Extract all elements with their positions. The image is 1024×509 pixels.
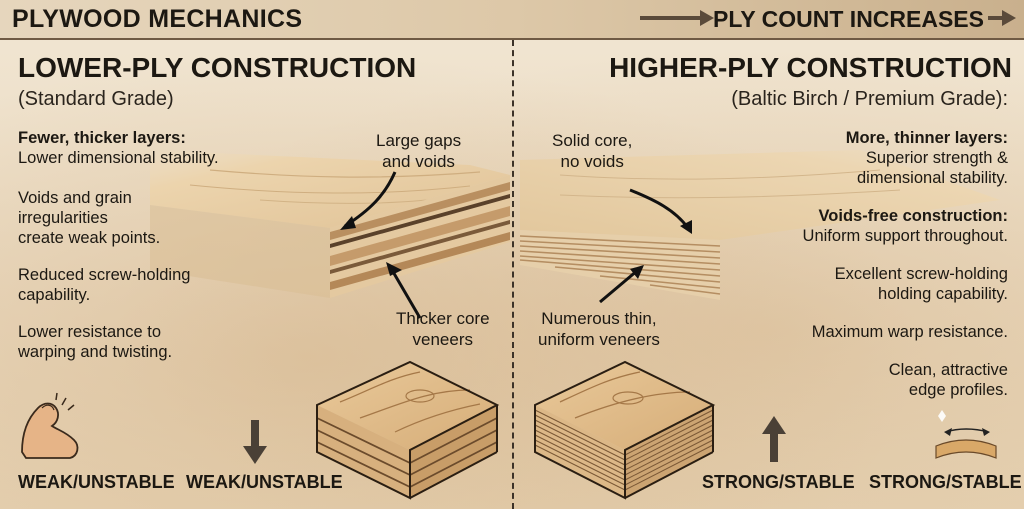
left-feature-1-title: Fewer, thicker layers: <box>18 129 186 147</box>
solid-core-callout-line: no voids <box>560 152 624 171</box>
right-feature-3-line: holding capability. <box>878 285 1008 303</box>
right-feature-3-line: Excellent screw-holding <box>834 265 1008 283</box>
gaps-callout-line: and voids <box>382 152 455 171</box>
right-plywood-sheet <box>519 150 1000 300</box>
down-arrow-icon <box>243 420 267 464</box>
header-bar: PLYWOOD MECHANICS PLY COUNT INCREASES <box>0 0 1024 40</box>
left-subheading: (Standard Grade) <box>18 88 174 110</box>
thin-veneer-callout-line: Numerous thin, <box>541 309 657 328</box>
ply-arrow-right-shaft <box>988 16 1002 20</box>
left-feature-1: Fewer, thicker layers: Lower dimensional… <box>18 128 219 168</box>
left-footer-label-2: WEAK/UNSTABLE <box>186 472 343 492</box>
ply-arrow-right-icon <box>1002 10 1016 26</box>
flexed-arm-icon <box>21 392 79 459</box>
right-feature-1-line: Superior strength & <box>865 149 1008 167</box>
right-feature-2-title: Voids-free construction: <box>818 207 1008 225</box>
up-arrow-icon <box>762 416 786 462</box>
left-plywood-sheet <box>150 150 510 298</box>
thick-veneer-callout-line: veneers <box>412 330 473 349</box>
left-footer-label-1: WEAK/UNSTABLE <box>18 472 175 492</box>
thin-veneer-callout-arrow <box>599 268 639 304</box>
right-feature-5-line: edge profiles. <box>908 381 1008 399</box>
thin-veneer-callout: Numerous thin, uniform veneers <box>538 308 660 350</box>
solid-core-callout-line: Solid core, <box>552 131 633 150</box>
right-feature-1-title: More, thinner layers: <box>845 129 1008 147</box>
right-footer-label-1: STRONG/STABLE <box>702 472 855 492</box>
thin-veneer-callout-line: uniform veneers <box>538 330 660 349</box>
left-feature-3-line: capability. <box>18 286 91 304</box>
left-feature-3-line: Reduced screw-holding <box>18 266 191 284</box>
gaps-callout: Large gaps and voids <box>376 130 461 172</box>
thick-veneer-callout-arrow <box>390 269 422 319</box>
left-feature-2: Voids and grain irregularities create we… <box>18 188 160 248</box>
right-subheading: (Baltic Birch / Premium Grade): <box>731 88 1008 110</box>
right-footer-label-2: STRONG/STABLE <box>869 472 1022 492</box>
left-feature-3: Reduced screw-holding capability. <box>18 265 190 305</box>
gaps-callout-line: Large gaps <box>376 131 462 150</box>
page-title: PLYWOOD MECHANICS <box>12 5 303 33</box>
right-feature-3: Excellent screw-holding holding capabili… <box>835 264 1008 304</box>
thick-veneer-callout: Thicker core veneers <box>396 308 490 350</box>
ply-arrow-left-shaft <box>640 16 700 20</box>
right-feature-4: Maximum warp resistance. <box>812 322 1008 342</box>
left-feature-4: Lower resistance to warping and twisting… <box>18 322 172 362</box>
right-feature-5-line: Clean, attractive <box>888 361 1008 379</box>
right-feature-1-line: dimensional stability. <box>856 169 1008 187</box>
solid-core-callout: Solid core, no voids <box>552 130 632 172</box>
right-heading: HIGHER-PLY CONSTRUCTION <box>609 52 1012 83</box>
center-divider <box>512 40 514 509</box>
left-feature-2-line: irregularities <box>18 209 108 227</box>
left-feature-2-line: Voids and grain <box>18 189 132 207</box>
ply-arrow-left-icon <box>700 10 714 26</box>
right-feature-4-line: Maximum warp resistance. <box>811 323 1008 341</box>
right-feature-1: More, thinner layers: Superior strength … <box>846 128 1008 188</box>
left-feature-4-line: Lower resistance to <box>18 323 162 341</box>
right-plywood-block <box>534 360 716 500</box>
left-heading: LOWER-PLY CONSTRUCTION <box>18 52 417 83</box>
ply-count-label: PLY COUNT INCREASES <box>713 6 984 32</box>
right-feature-5: Clean, attractive edge profiles. <box>889 360 1008 400</box>
left-plywood-block <box>316 360 500 500</box>
solid-core-callout-arrow <box>629 188 690 229</box>
left-feature-4-line: warping and twisting. <box>18 343 173 361</box>
left-feature-2-line: create weak points. <box>18 229 161 247</box>
right-feature-2: Voids-free construction: Uniform support… <box>803 206 1008 246</box>
thick-veneer-callout-line: Thicker core <box>396 309 490 328</box>
flexing-board-icon <box>935 410 997 459</box>
left-feature-1-line: Lower dimensional stability. <box>18 149 219 167</box>
right-feature-2-line: Uniform support throughout. <box>802 227 1008 245</box>
